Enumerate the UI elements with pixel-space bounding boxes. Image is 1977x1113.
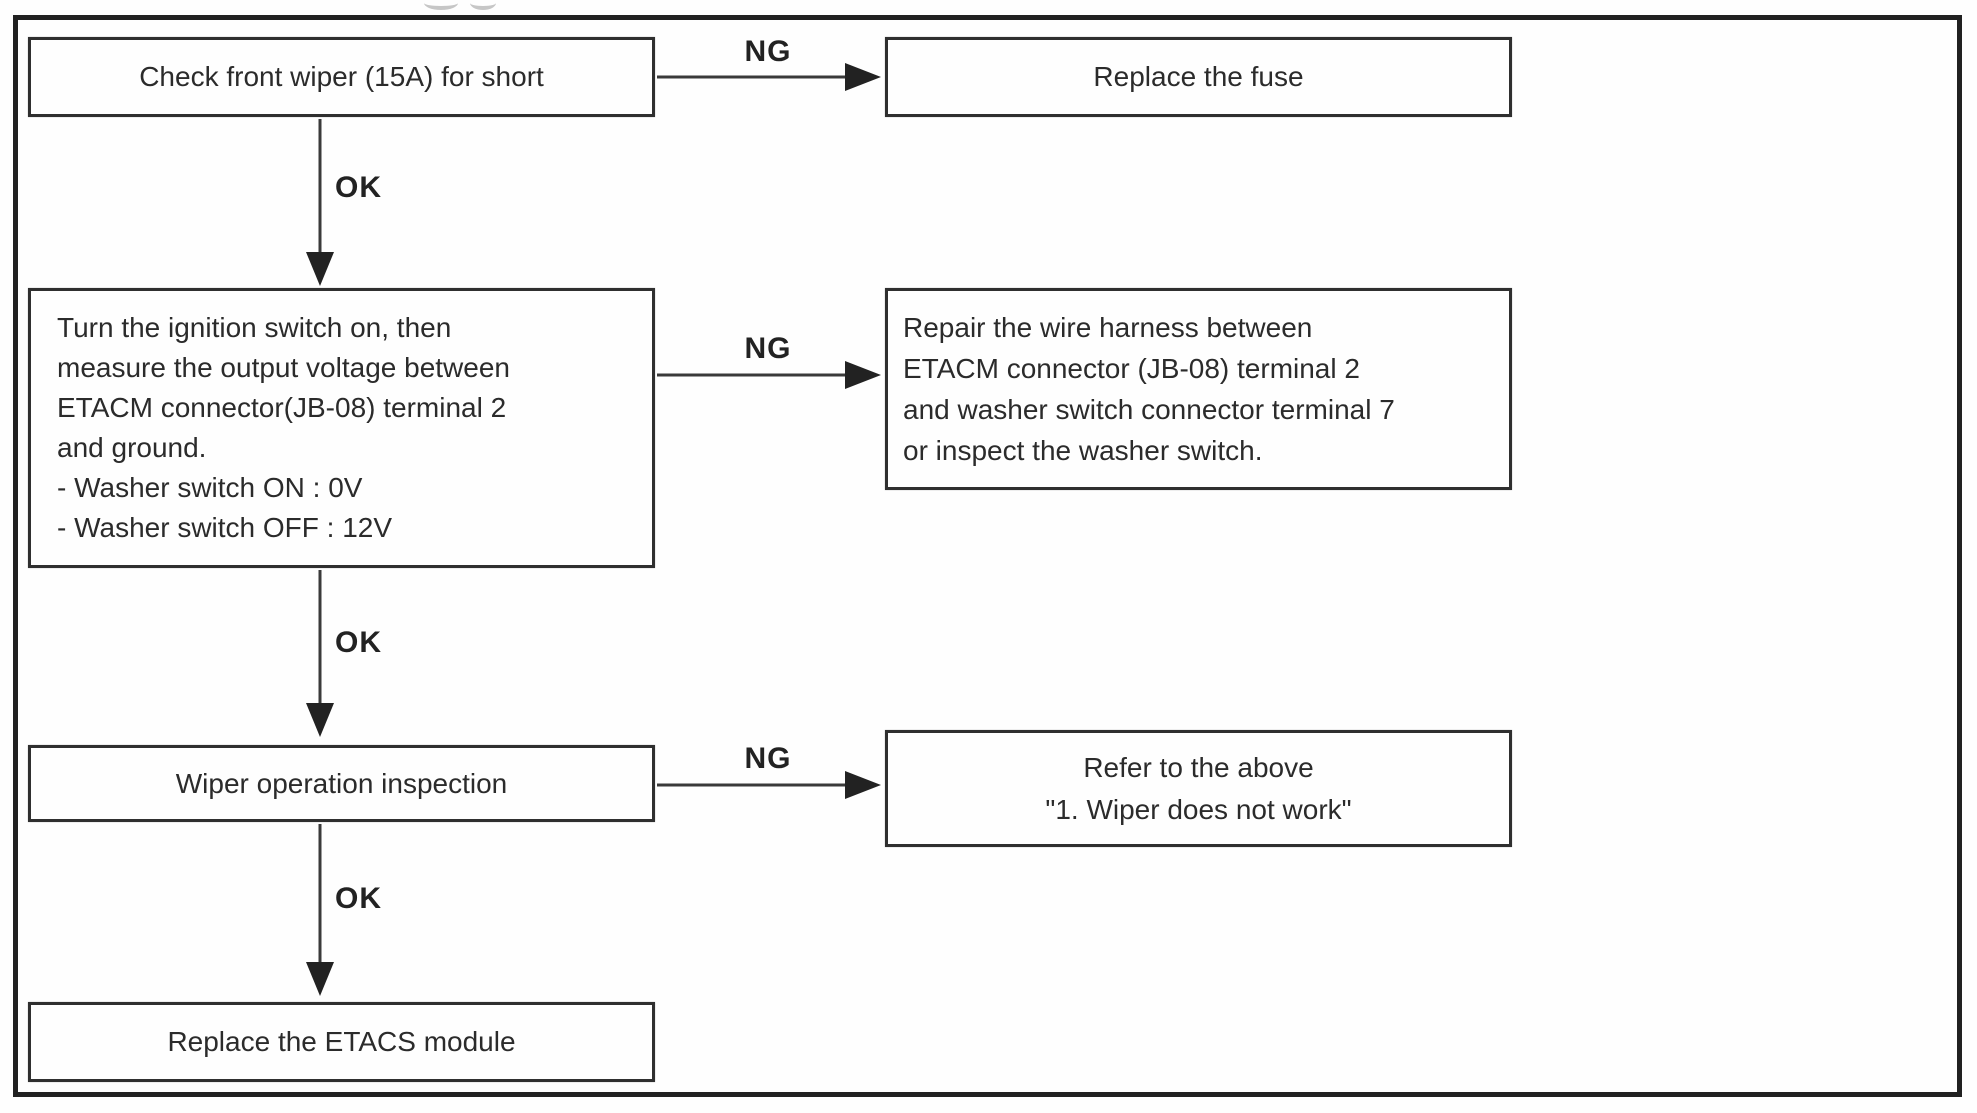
node-measure-voltage: Turn the ignition switch on, then measur… xyxy=(28,288,655,568)
edge-label-ng-1: NG xyxy=(744,35,792,68)
node-refer-above: Refer to the above "1. Wiper does not wo… xyxy=(885,730,1512,847)
arrowhead-ng-3 xyxy=(845,771,881,799)
node-repair-harness: Repair the wire harness between ETACM co… xyxy=(885,288,1512,490)
node-check-fuse: Check front wiper (15A) for short xyxy=(28,37,655,117)
node-check-fuse-text: Check front wiper (15A) for short xyxy=(139,61,544,92)
node-refer-above-text: Refer to the above "1. Wiper does not wo… xyxy=(1045,751,1352,825)
edge-label-ok-3: OK xyxy=(335,882,382,915)
node-measure-voltage-text: Turn the ignition switch on, then measur… xyxy=(57,312,510,543)
edge-label-ok-1: OK xyxy=(335,171,382,204)
node-replace-etacs-text: Replace the ETACS module xyxy=(167,1026,516,1057)
arrowhead-ng-1 xyxy=(845,63,881,91)
arrowhead-ok-3 xyxy=(306,962,334,996)
node-wiper-inspection: Wiper operation inspection xyxy=(28,745,655,822)
node-repair-harness-text: Repair the wire harness between ETACM co… xyxy=(903,312,1395,466)
edge-label-ng-3: NG xyxy=(744,742,792,775)
arrowhead-ng-2 xyxy=(845,361,881,389)
arrowhead-ok-1 xyxy=(306,252,334,286)
node-replace-etacs: Replace the ETACS module xyxy=(28,1002,655,1082)
node-wiper-inspection-text: Wiper operation inspection xyxy=(175,767,508,799)
scan-artifact xyxy=(470,0,496,10)
scan-artifact xyxy=(424,0,458,10)
node-replace-fuse: Replace the fuse xyxy=(885,37,1512,117)
node-replace-fuse-text: Replace the fuse xyxy=(1093,61,1304,92)
edge-label-ng-2: NG xyxy=(744,332,792,365)
edge-label-ok-2: OK xyxy=(335,626,382,659)
diagram-frame xyxy=(13,15,1962,1097)
arrowhead-ok-2 xyxy=(306,703,334,737)
